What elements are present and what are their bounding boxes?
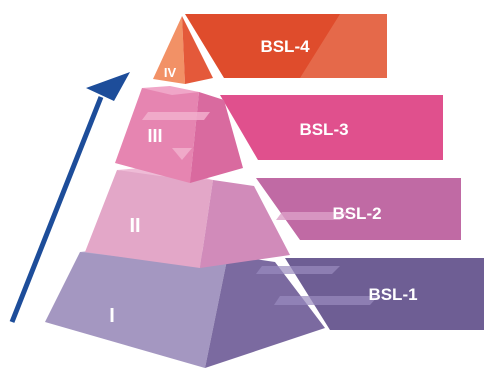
tier-3-left-face: [115, 88, 199, 183]
tier-3-accent: [142, 112, 210, 120]
tier-2: II BSL-2: [85, 166, 461, 268]
increasing-level-arrow: [9, 72, 130, 323]
tier-2-right-face: [200, 180, 290, 268]
tier-2-left-face: [85, 170, 213, 268]
tier-1-accent: [256, 266, 340, 274]
tier-2-accent: [276, 212, 348, 220]
arrow-head-icon: [86, 72, 130, 101]
tier-1: I BSL-1: [45, 245, 484, 368]
tier-1-label: BSL-1: [368, 285, 417, 304]
tier-1-left-face: [45, 252, 228, 368]
tier-2-label: BSL-2: [332, 204, 381, 223]
tier-4-right-face: [182, 16, 213, 84]
tier-2-numeral: II: [129, 215, 140, 237]
arrow-shaft: [9, 96, 104, 323]
tier-4-numeral: IV: [164, 65, 177, 80]
tier-3-accent-2: [172, 148, 192, 160]
tier-1-numeral: I: [109, 305, 115, 327]
tier-3-numeral: III: [147, 126, 162, 146]
tier-4: IV BSL-4: [153, 14, 387, 84]
tier-2-right-band: [256, 178, 461, 240]
tier-3-label: BSL-3: [299, 120, 348, 139]
tier-3: III BSL-3: [115, 86, 443, 183]
tier-4-left-face: [153, 16, 185, 84]
tier-4-band-light-stripe: [300, 14, 387, 78]
tier-1-right-band: [285, 258, 484, 330]
tier-1-accent-2: [274, 296, 378, 305]
tier-3-right-band: [220, 95, 443, 160]
tier-4-label: BSL-4: [260, 37, 310, 56]
tier-1-right-face: [205, 255, 325, 368]
tier-3-top-face: [142, 86, 199, 95]
